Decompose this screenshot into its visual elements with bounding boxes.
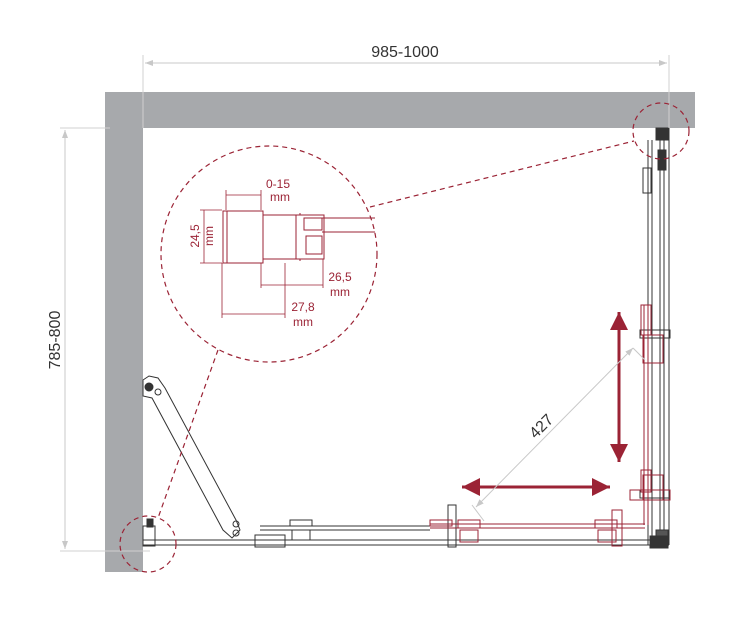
- width-dimension: [142, 55, 670, 128]
- detail-callout: [160, 145, 378, 363]
- height-unit: mm: [202, 226, 216, 246]
- bottom-rail: [142, 504, 669, 549]
- gap-unit: mm: [270, 190, 290, 204]
- callouts: [119, 102, 690, 573]
- profile-unit: mm: [330, 285, 350, 299]
- depth-dimension: [60, 127, 150, 552]
- total-unit: mm: [293, 315, 313, 329]
- profile-detail: [200, 190, 375, 318]
- bottom-left-callout: [119, 515, 177, 573]
- gap-label: 0-15: [266, 177, 290, 191]
- walls: [105, 92, 695, 572]
- bottom-sliding-door: [429, 509, 645, 547]
- diagonal-label: 427: [526, 411, 557, 442]
- total-label: 27,8: [291, 300, 315, 314]
- swing-door: [142, 375, 241, 539]
- height-label: 24,5: [188, 224, 202, 248]
- top-right-callout: [632, 102, 690, 160]
- right-sliding-door: [629, 304, 671, 525]
- profile-label: 26,5: [328, 270, 352, 284]
- top-wall: [105, 92, 695, 128]
- width-label: 985-1000: [371, 44, 439, 61]
- depth-label: 785-800: [47, 311, 64, 370]
- left-wall: [105, 92, 143, 572]
- diagonal-dimension: [471, 347, 646, 522]
- motion-arrows: [462, 312, 628, 496]
